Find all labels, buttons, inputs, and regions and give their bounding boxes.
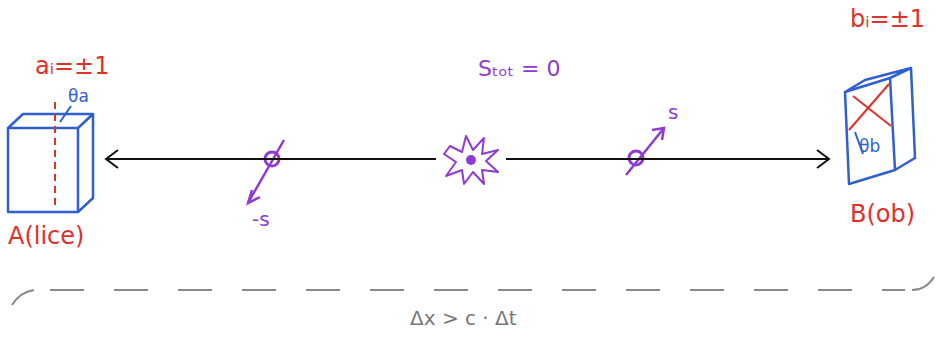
trajectory-line	[506, 150, 829, 168]
trajectory-line	[106, 158, 436, 160]
source-burst-outline	[440, 132, 502, 186]
detector-box-outline	[5, 110, 100, 215]
trajectory-line	[106, 150, 436, 168]
detector-box-outline	[835, 70, 920, 195]
spin-arrow	[626, 128, 664, 175]
spin-arrow	[248, 140, 284, 203]
trajectory-line	[506, 158, 829, 160]
angle-label: θb	[859, 136, 880, 156]
outcome-label: aᵢ=±1	[35, 52, 109, 81]
dashed-baseline	[50, 289, 905, 291]
shape-part	[54, 102, 56, 208]
arrowhead	[106, 150, 118, 168]
spin-label: -s	[252, 207, 270, 231]
causality-condition: Δx > c · Δt	[410, 306, 517, 330]
angle-label: θa	[68, 86, 89, 106]
shape-part	[444, 136, 498, 184]
detector-box: bᵢ=±1θbB(ob)	[835, 70, 920, 195]
arrowhead	[817, 150, 829, 168]
shape-part	[466, 155, 476, 165]
shape-part	[849, 84, 889, 130]
spin-arrowhead	[248, 190, 260, 203]
detector-box: aᵢ=±1θaA(lice)	[5, 110, 100, 215]
total-spin-label: Sₜₒₜ = 0	[478, 56, 560, 82]
spin-arrowhead	[652, 128, 664, 140]
source-burst: Sₜₒₜ = 0	[440, 132, 502, 186]
dashed-baseline	[912, 277, 934, 290]
spin-label: s	[668, 100, 678, 124]
shape-part	[60, 106, 71, 122]
outcome-label: bᵢ=±1	[850, 5, 925, 34]
dashed-baseline	[12, 290, 34, 305]
observer-label: A(lice)	[8, 222, 84, 251]
shape-part	[845, 68, 915, 184]
shape-part	[853, 96, 891, 126]
shape-part	[8, 114, 93, 212]
observer-label: B(ob)	[850, 200, 915, 229]
